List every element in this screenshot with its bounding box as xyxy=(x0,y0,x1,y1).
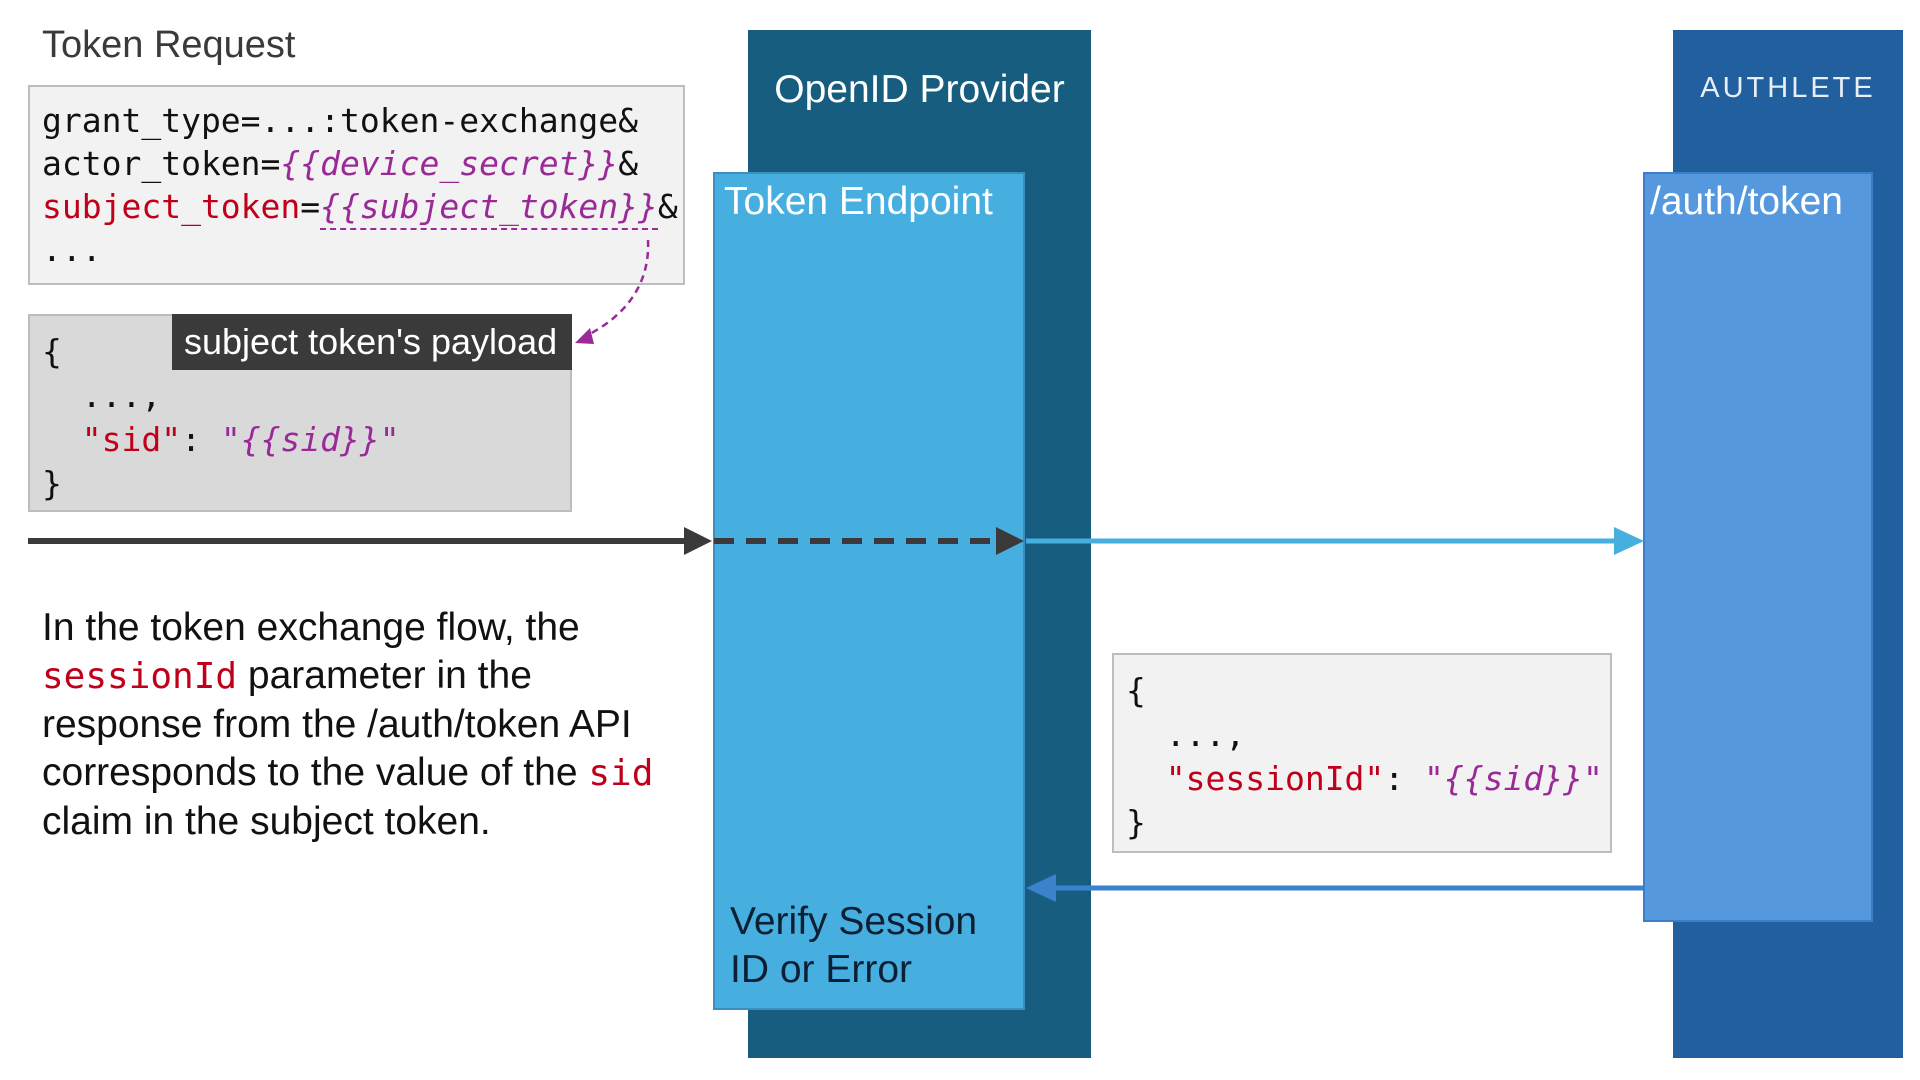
openid-provider-title: OpenID Provider xyxy=(774,68,1065,111)
response-sessionid-value: "{{sid}}" xyxy=(1424,759,1603,798)
explanation-code-sessionid: sessionId xyxy=(42,656,238,697)
token-request-title: Token Request xyxy=(42,24,296,66)
auth-token-api-box xyxy=(1643,172,1873,922)
response-ellipsis: ..., xyxy=(1126,715,1246,754)
request-arrowhead xyxy=(684,527,712,555)
explanation-part-1: In the token exchange flow, the xyxy=(42,606,580,649)
explanation-part-3: claim in the subject token. xyxy=(42,800,491,843)
actor-token-amp: & xyxy=(618,144,639,183)
request-line-actor-token: actor_token={{device_secret}}& xyxy=(42,142,683,185)
token-endpoint-box xyxy=(713,172,1025,1010)
actor-token-key: actor_token= xyxy=(42,144,281,183)
response-open-brace: { xyxy=(1126,671,1146,710)
response-close-brace: } xyxy=(1126,803,1146,842)
actor-token-value: {{device_secret}} xyxy=(280,144,619,183)
explanation-text: In the token exchange flow, the sessionI… xyxy=(42,604,702,846)
explanation-part-2: parameter in the response from the /auth… xyxy=(42,654,632,794)
payload-colon: : xyxy=(181,420,221,459)
payload-sid-value: "{{sid}}" xyxy=(220,420,400,459)
subject-token-value: {{subject_token}} xyxy=(320,187,658,230)
authlete-logo-text: AUTHLETE xyxy=(1700,72,1876,104)
auth-token-response-box: { ..., "sessionId": "{{sid}}" } xyxy=(1112,653,1612,853)
auth-token-label: /auth/token xyxy=(1650,180,1843,223)
token-request-box: grant_type=...:token-exchange& actor_tok… xyxy=(28,85,685,285)
request-line-grant-type: grant_type=...:token-exchange& xyxy=(42,101,639,140)
subject-token-link-curve xyxy=(581,239,650,340)
request-line-ellipsis: ... xyxy=(42,230,102,269)
payload-close-brace: } xyxy=(42,464,62,503)
payload-ellipsis: ..., xyxy=(42,376,162,415)
response-sessionid-key: "sessionId" xyxy=(1165,759,1385,798)
payload-label: subject token's payload xyxy=(172,314,572,370)
payload-sid-key: "sid" xyxy=(81,420,182,459)
payload-open-brace: { xyxy=(42,332,62,371)
api-response-arrowhead xyxy=(1026,874,1056,902)
verify-session-label: Verify Session ID or Error xyxy=(730,900,978,991)
subject-token-eq: = xyxy=(300,187,321,226)
subject-token-link-arrowhead xyxy=(575,328,594,344)
response-colon: : xyxy=(1384,759,1425,798)
request-line-subject-token: subject_token={{subject_token}}& xyxy=(42,185,683,230)
explanation-code-sid: sid xyxy=(588,753,654,794)
response-sessionid-line: "sessionId": "{{sid}}" xyxy=(1126,757,1610,801)
api-request-arrowhead xyxy=(1614,527,1644,555)
token-endpoint-label: Token Endpoint xyxy=(724,180,993,223)
payload-sid-line: "sid": "{{sid}}" xyxy=(42,418,570,462)
subject-token-amp: & xyxy=(657,187,678,226)
subject-token-key: subject_token xyxy=(42,187,301,226)
internal-dashed-arrowhead xyxy=(996,527,1024,555)
